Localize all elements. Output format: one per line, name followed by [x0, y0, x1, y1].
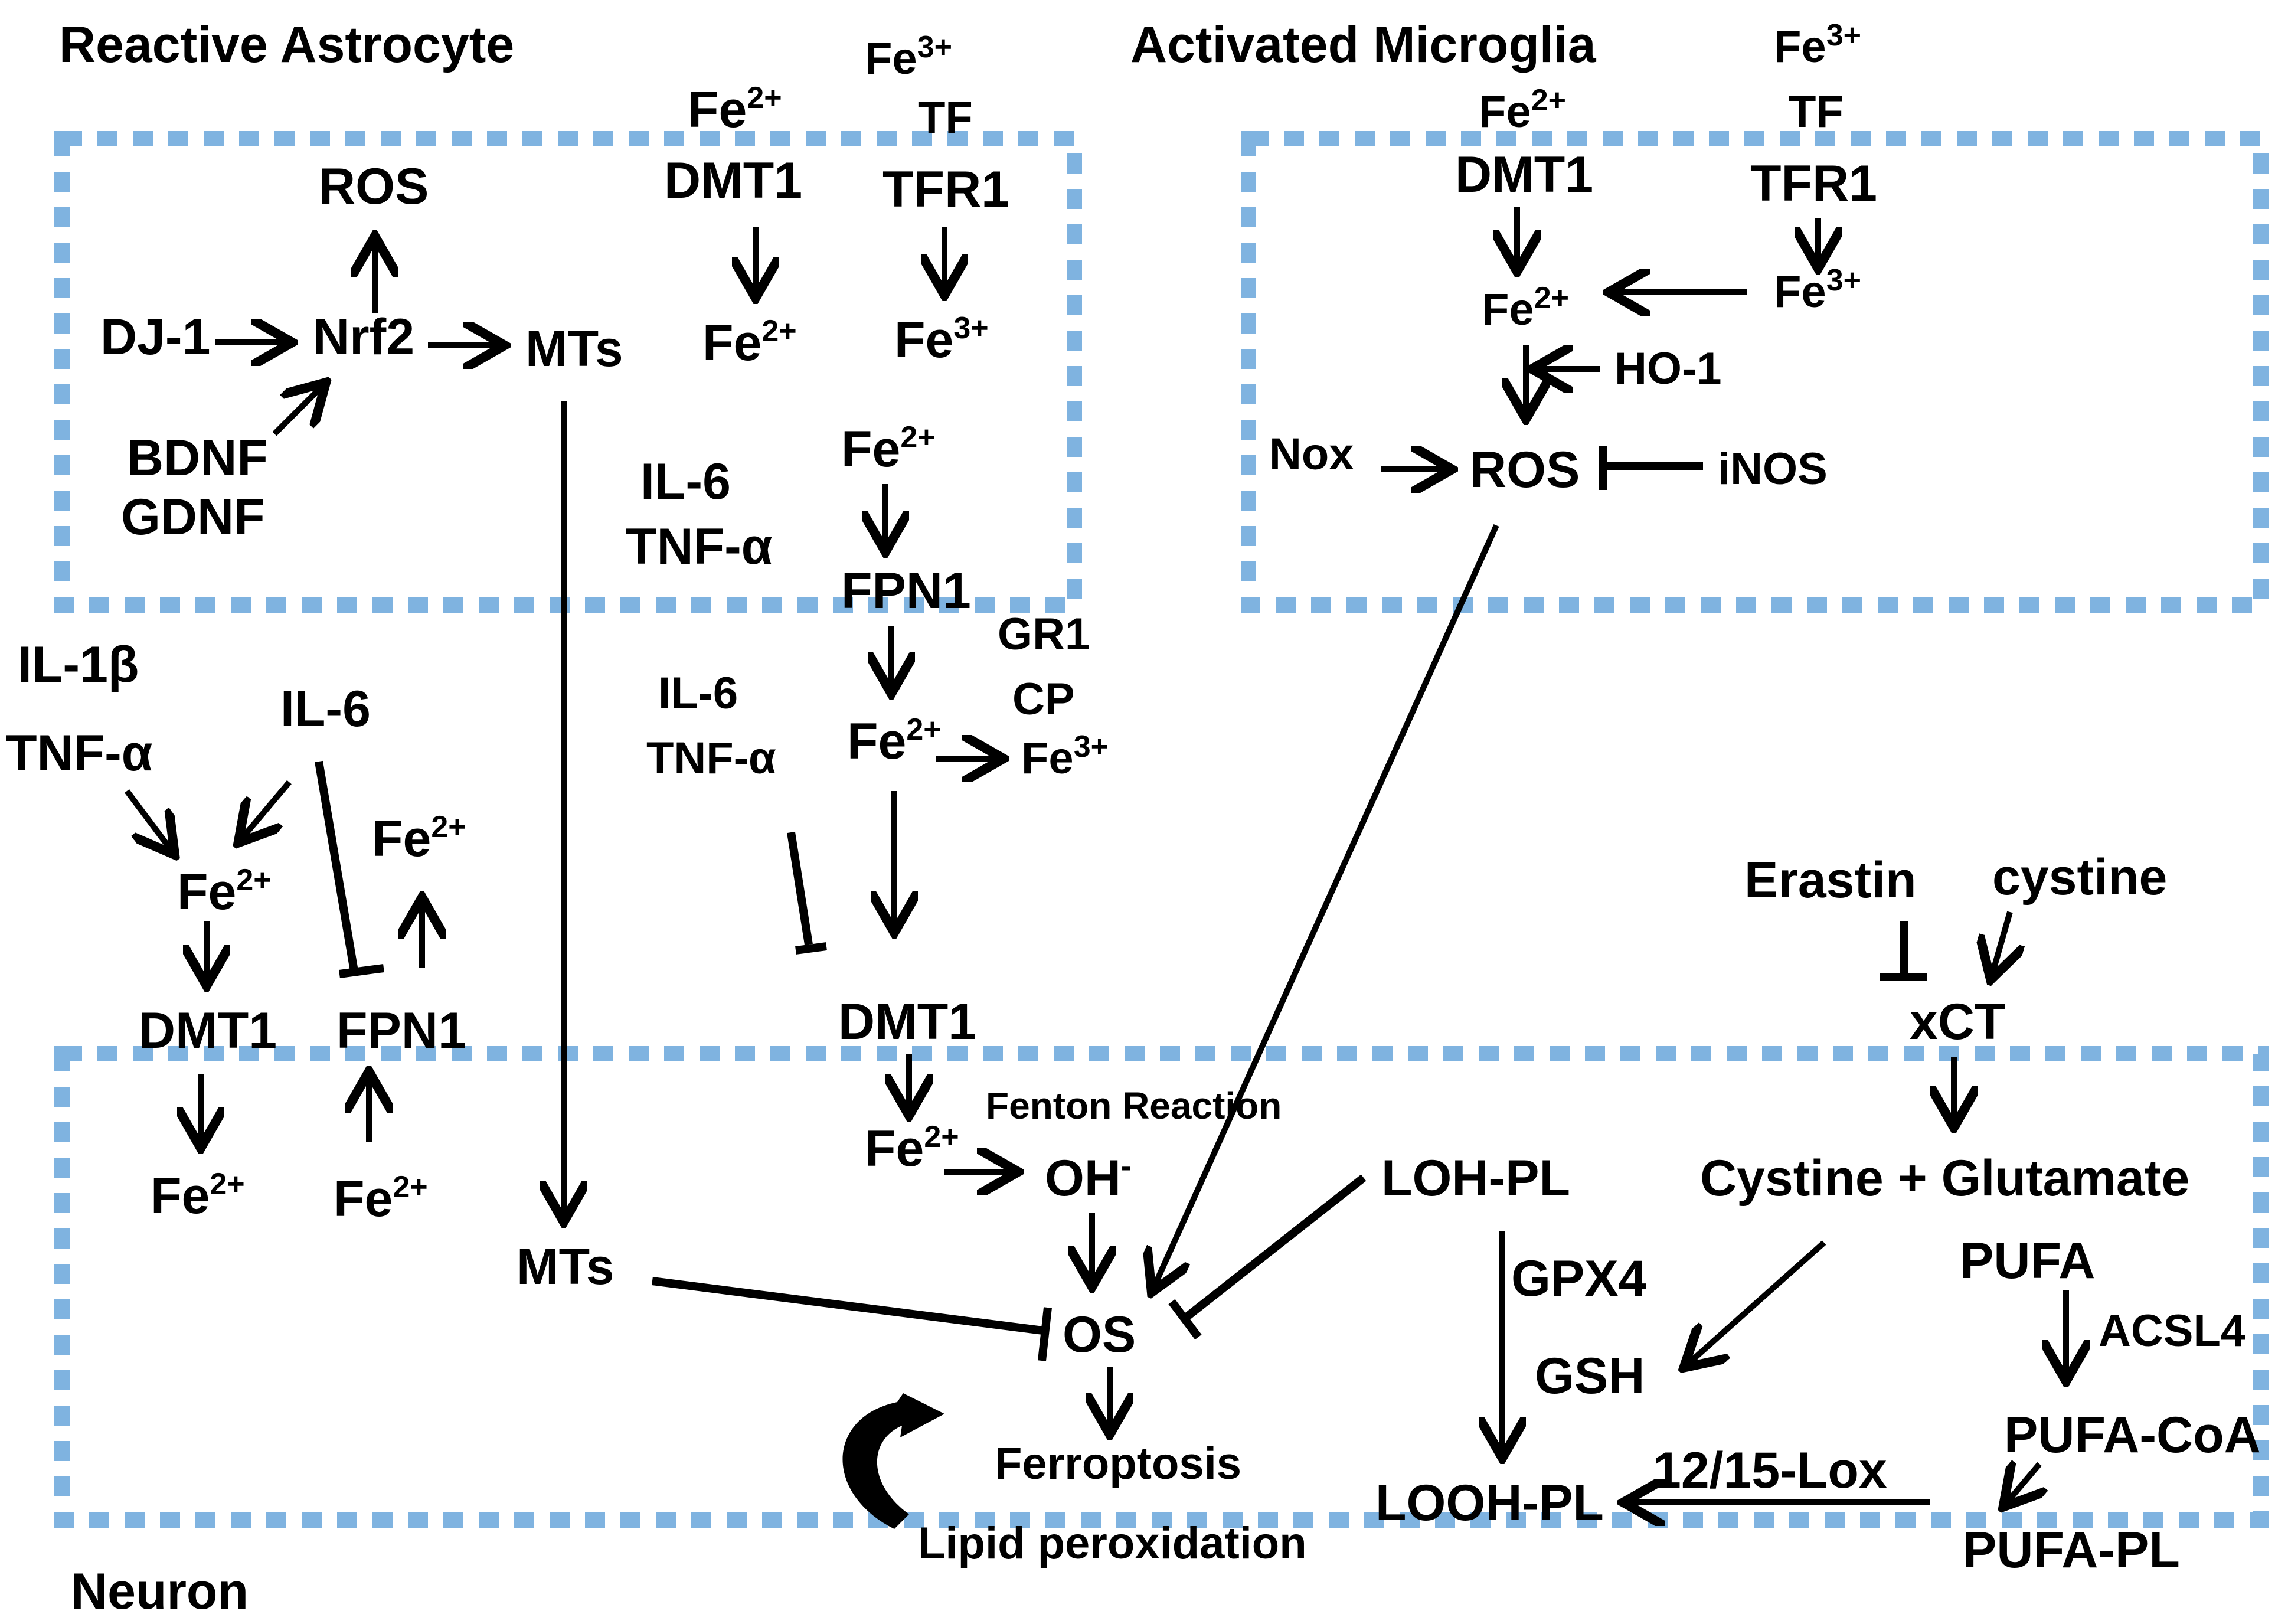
fe2-label-left: Fe2+ [177, 863, 272, 920]
ferroptosis-label: Ferroptosis [995, 1439, 1241, 1489]
fe2-label-fpn-astrocyte: Fe2+ [841, 420, 936, 478]
cystine-label: cystine [1992, 849, 2167, 906]
astrocyte-region-border [54, 131, 1082, 613]
il6-label-left: IL-6 [280, 681, 371, 737]
pufa-label: PUFA [1960, 1233, 2095, 1289]
inhibit-il6-fpn1-bar [339, 964, 384, 978]
fe2-label-left-out: Fe2+ [372, 810, 466, 867]
il6-label-astrocyte: IL-6 [640, 453, 731, 510]
fpn1-label-astrocyte: FPN1 [841, 563, 971, 619]
xct-label: xCT [1910, 994, 2005, 1050]
tnfa-label-middle: TNF-α [646, 733, 776, 783]
dmt1-label-astrocyte: DMT1 [664, 152, 802, 209]
acsl4-label: ACSL4 [2099, 1306, 2245, 1356]
arrow-cystine-glutamate-to-gsh [1688, 1240, 1826, 1364]
fe3-label-astrocyte-top: Fe3+ [865, 30, 952, 84]
mts-label-astrocyte: MTs [525, 321, 623, 377]
arrow-ros-microglia-to-os [1154, 524, 1499, 1287]
lipid-peroxidation-cycle-icon [842, 1393, 944, 1529]
nox-label: Nox [1269, 429, 1354, 479]
dmt1-label-neuron-left: DMT1 [139, 1002, 277, 1059]
erastin-label: Erastin [1744, 852, 1917, 909]
neuron-region-border [54, 1046, 2269, 1528]
neuron-region-title: Neuron [71, 1563, 249, 1620]
inhibit-loh-pl-os [1181, 1174, 1367, 1323]
microglia-region-border [1241, 131, 2269, 613]
fe2-label-neuron-fpn: Fe2+ [334, 1170, 428, 1227]
inhibit-mts-os [652, 1277, 1048, 1335]
ho1-label: HO-1 [1614, 344, 1722, 394]
fe2-label-neuron-inside: Fe2+ [151, 1167, 245, 1224]
fenton-reaction-label: Fenton Reaction [986, 1084, 1282, 1127]
inhibit-il6-tnfa-dmt1-bar [795, 942, 827, 955]
dmt1-label-neuron: DMT1 [838, 994, 976, 1050]
nrf2-label: Nrf2 [313, 309, 414, 365]
arrow-il6-to-fe2 [242, 780, 292, 838]
inhibit-il6-fpn1 [315, 760, 358, 972]
il1b-label: IL-1β [18, 636, 139, 693]
cp-label: CP [1012, 674, 1075, 724]
mts-label-neuron: MTs [517, 1239, 615, 1295]
fe3-label-microglia-inside: Fe3+ [1774, 263, 1861, 317]
looh-pl-label: LOOH-PL [1375, 1475, 1604, 1531]
fe2-label-astrocyte-inside: Fe2+ [702, 314, 797, 371]
inhibit-il6-tnfa-dmt1 [787, 831, 813, 946]
fpn1-label-neuron: FPN1 [336, 1002, 466, 1059]
dj1-label: DJ-1 [100, 309, 210, 365]
arrow-cystine-to-xct [1992, 911, 2010, 974]
lox-label: 12/15-Lox [1653, 1442, 1887, 1499]
fe2-label-middle: Fe2+ [847, 713, 942, 770]
cystine-glutamate-label: Cystine + Glutamate [1700, 1150, 2189, 1207]
tnfa-label-left: TNF-α [6, 725, 153, 782]
bdnf-label: BDNF [127, 430, 268, 486]
gdnf-label: GDNF [121, 489, 265, 545]
lipid-peroxidation-label: Lipid peroxidation [918, 1518, 1307, 1569]
dmt1-label-microglia: DMT1 [1455, 146, 1593, 203]
fe2-label-microglia-top: Fe2+ [1479, 83, 1566, 137]
arrow-pufa-coa-to-pufa-pl [2007, 1464, 2039, 1502]
fe3-label-microglia-top: Fe3+ [1774, 18, 1861, 72]
astrocyte-region-title: Reactive Astrocyte [59, 17, 514, 73]
arrow-bdnf-to-nrf2 [272, 387, 322, 436]
gpx4-label: GPX4 [1511, 1250, 1647, 1307]
loh-pl-label: LOH-PL [1381, 1150, 1570, 1207]
ros-label-astrocyte: ROS [319, 158, 429, 215]
tfr1-label-astrocyte: TFR1 [882, 161, 1009, 218]
inos-label: iNOS [1718, 444, 1828, 494]
tnfa-label-astrocyte: TNF-α [626, 518, 773, 575]
ros-label-microglia: ROS [1470, 442, 1580, 498]
fe3-label-middle: Fe3+ [1021, 730, 1109, 783]
tf-label-astrocyte: TF [918, 93, 973, 143]
tf-label-microglia: TF [1789, 87, 1844, 137]
oh-label: OH- [1045, 1149, 1131, 1207]
tfr1-label-microglia: TFR1 [1750, 155, 1877, 212]
inhibit-loh-pl-os-bar [1168, 1299, 1202, 1340]
inhibit-mts-os-bar [1038, 1307, 1052, 1361]
gr1-label: GR1 [998, 609, 1090, 659]
fe2-label-microglia-inside: Fe2+ [1482, 281, 1569, 335]
fe2-label-astrocyte-top: Fe2+ [688, 81, 782, 138]
pufa-coa-label: PUFA-CoA [2004, 1407, 2261, 1463]
il6-label-middle: IL-6 [658, 668, 738, 718]
gsh-label: GSH [1535, 1348, 1645, 1404]
pufa-pl-label: PUFA-PL [1963, 1522, 2180, 1579]
arrow-tnfa-to-fe2 [125, 789, 171, 850]
microglia-region-title: Activated Microglia [1130, 17, 1597, 73]
fe2-label-neuron-fenton: Fe2+ [865, 1120, 959, 1177]
fe3-label-astrocyte-inside: Fe3+ [894, 311, 989, 368]
os-label: OS [1063, 1306, 1136, 1363]
